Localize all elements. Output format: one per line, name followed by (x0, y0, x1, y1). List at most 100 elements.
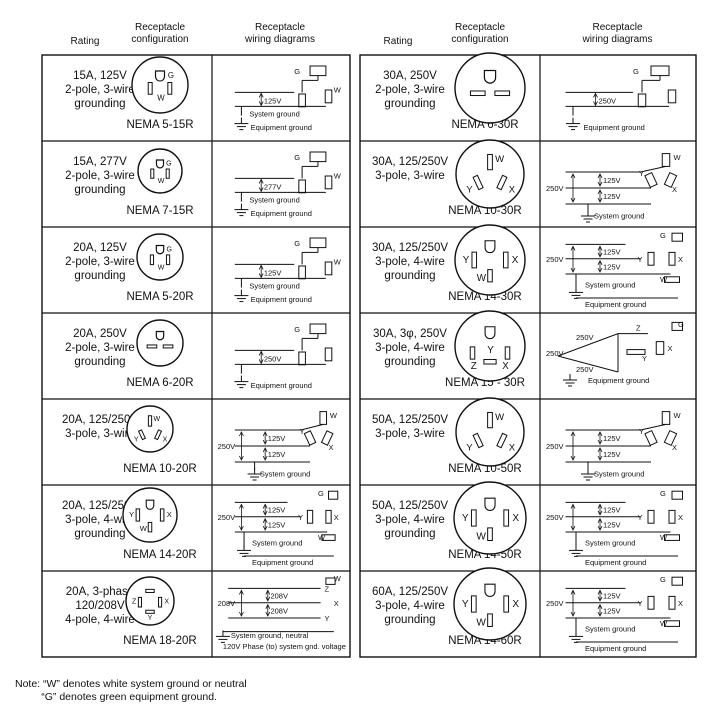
slot-label: Y (148, 615, 153, 622)
slot-label: X (509, 185, 516, 196)
terminal-blade (487, 411, 493, 429)
arrow-head (597, 259, 603, 265)
arrow-head (597, 181, 603, 187)
note-line-2: “G” denotes green equipment ground. (15, 691, 217, 703)
terminal-blade (149, 254, 155, 266)
arrow-head (597, 252, 603, 258)
arrow-head (597, 603, 603, 609)
voltage-label: 250V (546, 513, 564, 522)
rating-header-right: Rating (383, 36, 413, 47)
slot-label: W (477, 273, 487, 284)
slot-label: W (495, 412, 504, 423)
nema-code: NEMA 18-20R (123, 635, 197, 647)
diagram-label: X (334, 599, 339, 608)
diagram-label: W (330, 411, 338, 420)
ground-pin-slot (154, 70, 166, 82)
receptacle-face: GW (136, 233, 184, 281)
slot-label: X (502, 361, 509, 372)
arrow-head (239, 525, 244, 531)
terminal-blade (145, 609, 155, 614)
diagram-label: G (660, 489, 666, 498)
arrow-head (265, 589, 271, 595)
rating-text: 15A, 125V 2-pole, 3-wire grounding (65, 70, 135, 110)
terminal-blade (496, 174, 508, 191)
ground-pin-slot (155, 159, 165, 169)
voltage-label: 125V (268, 450, 286, 459)
slot-label: Y (466, 443, 473, 454)
terminal-blade (483, 358, 497, 365)
arrow-head (597, 267, 603, 273)
terminal-blade (668, 509, 676, 524)
voltage-label: 208V (270, 606, 288, 615)
equipment-ground-label: Equipment ground (251, 295, 312, 304)
receptacle-outline (125, 576, 175, 626)
arrow-head (262, 517, 268, 523)
ground-symbol (247, 468, 262, 481)
voltage-label: 250V (599, 96, 617, 105)
terminal-blade (146, 344, 158, 349)
terminal-blade (647, 251, 655, 266)
terminal-box (671, 576, 683, 586)
slot-label: W (158, 178, 165, 185)
terminal-blade (655, 341, 665, 355)
terminal-blade (663, 429, 678, 447)
terminal-blade (502, 251, 509, 269)
slot-label: X (163, 437, 168, 444)
arrow-head (239, 589, 244, 595)
arrow-head (239, 455, 244, 461)
terminal-blade (661, 153, 671, 167)
terminal-blade (137, 429, 147, 441)
terminal-blade (647, 595, 655, 610)
terminal-blade (647, 509, 655, 524)
diagram-label: X (668, 344, 673, 353)
table-frame (41, 54, 351, 658)
slot-label: Y (134, 437, 139, 444)
terminal-blade (663, 171, 678, 189)
receptacle-outline (131, 56, 189, 114)
terminal-blade (487, 269, 493, 283)
slot-label: G (166, 246, 171, 253)
system-ground-label: System ground (594, 211, 644, 220)
terminal-blade (664, 276, 680, 283)
slot-label: W (476, 532, 486, 543)
terminal-blade (319, 411, 328, 425)
slot-label: Y (463, 255, 470, 266)
footnote: Note: “W” denotes white system ground or… (15, 678, 247, 704)
terminal-blade (503, 595, 510, 613)
slot-label: X (164, 598, 169, 605)
wire (557, 333, 619, 357)
rating-text: 50A, 125/250V 3-pole, 4-wire grounding (371, 500, 449, 540)
diagram-label: W (334, 171, 342, 180)
ground-symbol (237, 544, 252, 557)
arrow-head (570, 197, 576, 203)
voltage-label: 250V (576, 365, 594, 374)
diagram-label: Z (325, 584, 330, 593)
receptacle-face: ZYX (454, 310, 526, 382)
equipment-ground-label: Equipment ground (251, 209, 312, 218)
diagram-label: X (678, 255, 683, 264)
system-ground-label: System ground (249, 195, 299, 204)
nema-code: NEMA 5-20R (126, 291, 194, 303)
receptacle-outline (136, 319, 184, 367)
rating-text: 30A, 125/250V 3-pole, 3-wire (371, 156, 449, 182)
diagram-label: Y (299, 427, 304, 436)
nema-code: NEMA 14-20R (123, 549, 197, 561)
arrow-head (239, 611, 244, 617)
receptacle-outline (454, 310, 526, 382)
terminal-blade (487, 153, 493, 171)
terminal-blade (325, 509, 332, 524)
terminal-blade (324, 175, 333, 190)
terminal-blade (145, 588, 155, 593)
terminal-blade (469, 346, 476, 360)
voltage-label: 125V (268, 434, 286, 443)
receptacle-outline (122, 487, 178, 543)
wiring-header-left: Receptacle wiring diagrams (244, 22, 316, 45)
voltage-label: 125V (603, 450, 621, 459)
slot-label: X (167, 510, 172, 519)
system-ground-label: System ground (249, 109, 299, 118)
